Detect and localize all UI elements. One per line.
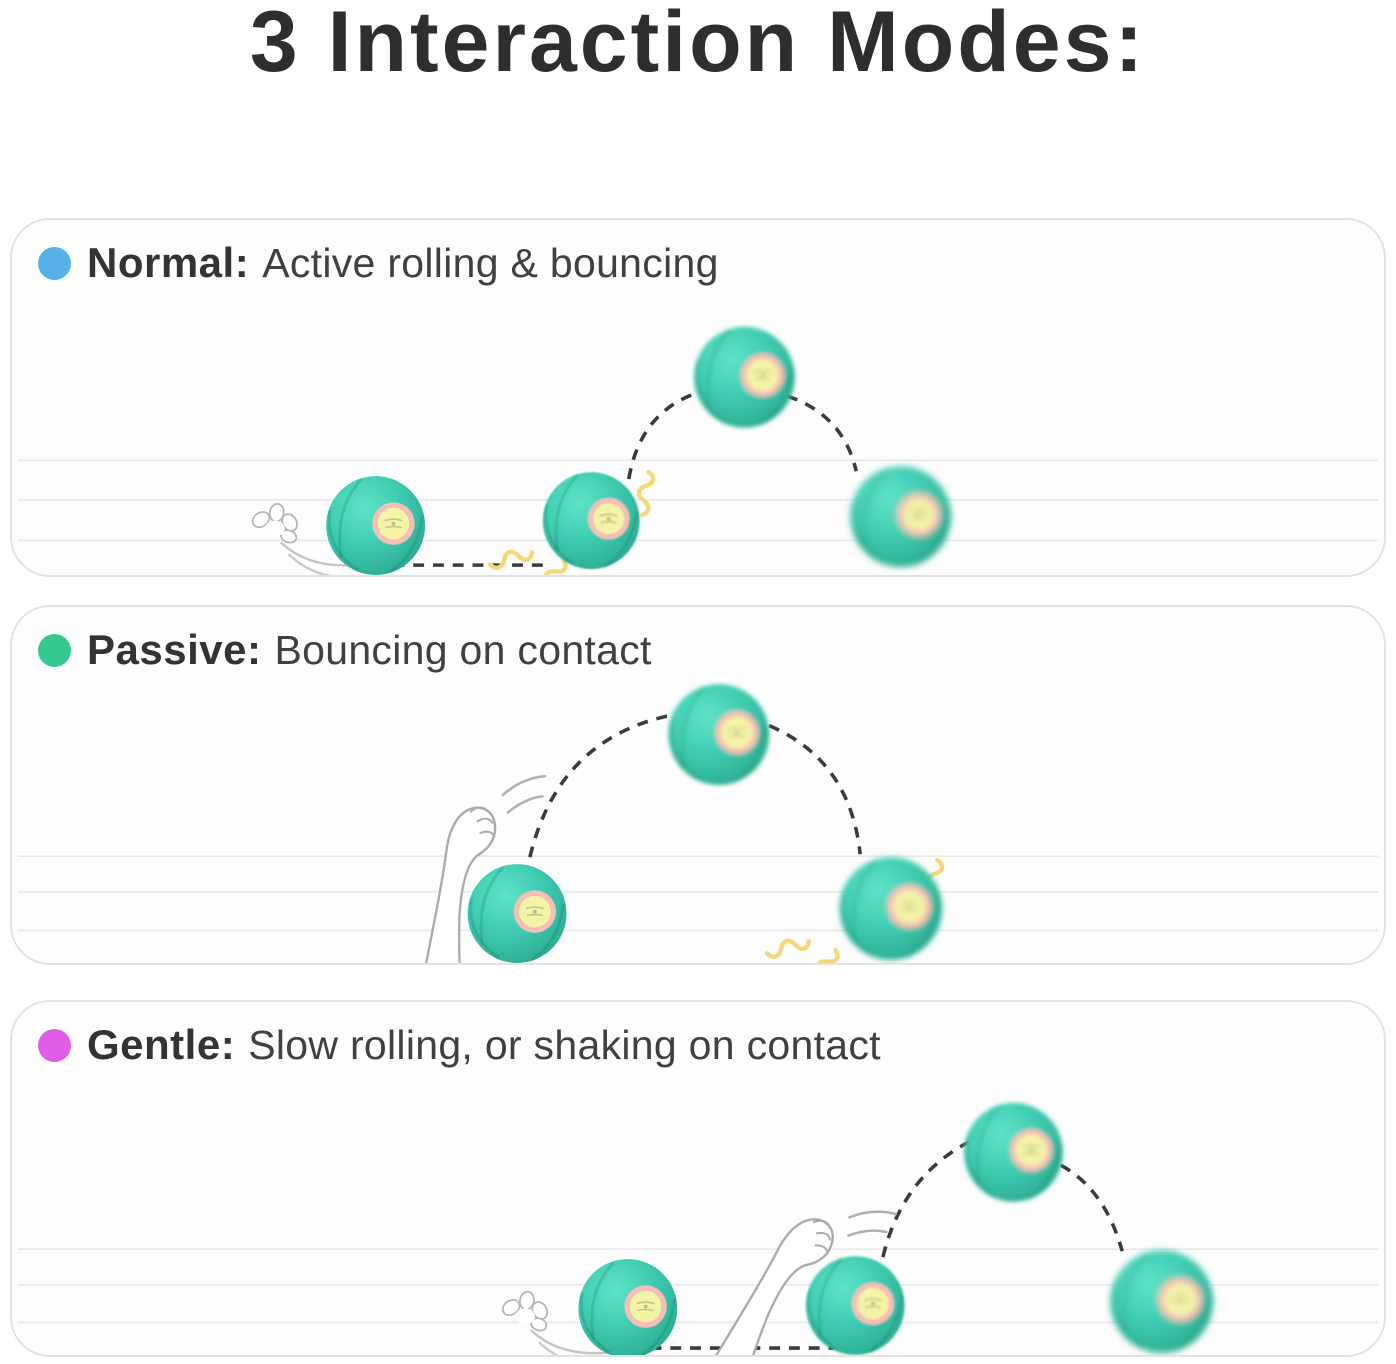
mode-panel-normal: Normal: Active rolling & bouncing bbox=[10, 218, 1386, 577]
page-title: 3 Interaction Modes: bbox=[249, 0, 1147, 90]
mode-illustration-passive bbox=[17, 684, 1379, 963]
mode-illustration-normal bbox=[17, 326, 1379, 575]
mode-label-normal: Normal: bbox=[87, 239, 250, 286]
mode-description-normal: Active rolling & bouncing bbox=[262, 239, 719, 286]
mode-color-dot-normal bbox=[38, 246, 71, 280]
mode-color-dot-passive bbox=[38, 633, 71, 667]
mode-description-gentle: Slow rolling, or shaking on contact bbox=[248, 1021, 881, 1068]
mode-panel-passive: Passive: Bouncing on contact bbox=[10, 605, 1386, 965]
mode-header-normal: Normal: Active rolling & bouncing bbox=[38, 239, 719, 286]
mode-header-gentle: Gentle: Slow rolling, or shaking on cont… bbox=[38, 1021, 881, 1068]
mode-header-passive: Passive: Bouncing on contact bbox=[38, 626, 652, 673]
mode-label-passive: Passive: bbox=[87, 626, 262, 673]
mode-illustration-gentle bbox=[17, 1102, 1379, 1355]
mode-label-gentle: Gentle: bbox=[87, 1021, 236, 1068]
mode-color-dot-gentle bbox=[38, 1028, 71, 1062]
mode-panel-gentle: Gentle: Slow rolling, or shaking on cont… bbox=[10, 1000, 1386, 1357]
mode-description-passive: Bouncing on contact bbox=[274, 626, 652, 673]
